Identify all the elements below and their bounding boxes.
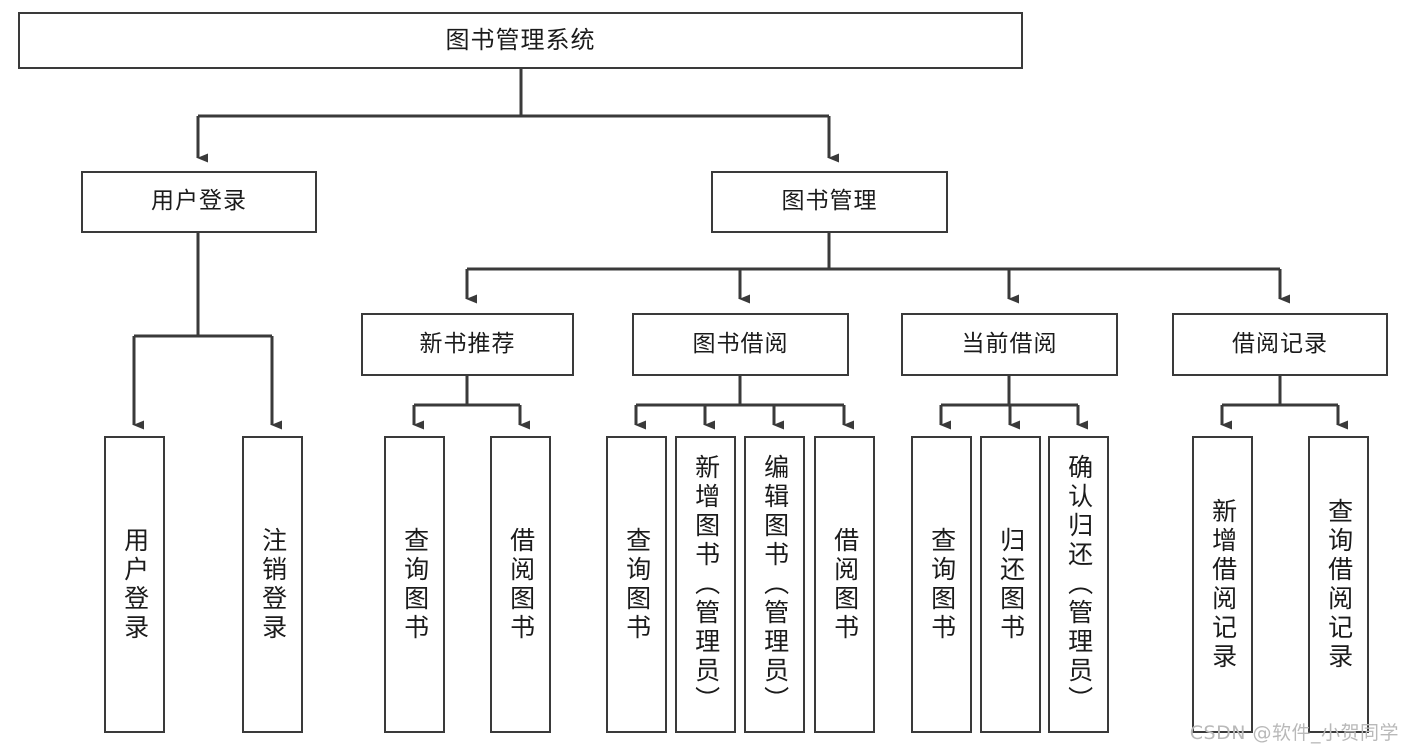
node-leaf-user-login[interactable]: 用户登录	[104, 436, 165, 733]
node-label: 查询图书	[622, 526, 652, 643]
node-label: 借阅记录	[1232, 330, 1328, 357]
node-current-borrowing[interactable]: 当前借阅	[901, 313, 1118, 376]
node-leaf-query-book-1[interactable]: 查询图书	[384, 436, 445, 733]
node-leaf-add-book[interactable]: 新增图书（管理员）	[675, 436, 736, 733]
node-label: 借阅图书	[830, 526, 860, 643]
node-label: 借阅图书	[506, 526, 536, 643]
node-book-borrowing[interactable]: 图书借阅	[632, 313, 849, 376]
node-label: 图书管理	[781, 188, 878, 215]
node-leaf-logout[interactable]: 注销登录	[242, 436, 303, 733]
node-label: 查询图书	[927, 526, 957, 643]
node-leaf-query-book-3[interactable]: 查询图书	[911, 436, 972, 733]
node-label: 注销登录	[258, 526, 288, 643]
node-label: 用户登录	[151, 188, 247, 215]
node-user-login[interactable]: 用户登录	[81, 171, 317, 233]
node-leaf-edit-book[interactable]: 编辑图书（管理员）	[744, 436, 805, 733]
node-label: 查询借阅记录	[1324, 497, 1354, 672]
node-label: 确认归还（管理员）	[1064, 454, 1094, 715]
node-label: 当前借阅	[961, 330, 1058, 357]
node-label: 归还图书	[996, 526, 1026, 643]
node-leaf-query-book-2[interactable]: 查询图书	[606, 436, 667, 733]
node-leaf-borrow-book-2[interactable]: 借阅图书	[814, 436, 875, 733]
node-leaf-add-borrow-record[interactable]: 新增借阅记录	[1192, 436, 1253, 733]
node-leaf-borrow-book-1[interactable]: 借阅图书	[490, 436, 551, 733]
node-label: 查询图书	[400, 526, 430, 643]
watermark-text: CSDN @软件_小贺同学	[1189, 722, 1399, 744]
node-book-management[interactable]: 图书管理	[711, 171, 948, 233]
node-leaf-confirm-return[interactable]: 确认归还（管理员）	[1048, 436, 1109, 733]
node-label: 图书管理系统	[445, 26, 596, 55]
node-label: 编辑图书（管理员）	[760, 454, 790, 715]
node-label: 新增图书（管理员）	[691, 454, 721, 715]
node-leaf-query-borrow-record[interactable]: 查询借阅记录	[1308, 436, 1369, 733]
node-leaf-return-book[interactable]: 归还图书	[980, 436, 1041, 733]
node-label: 用户登录	[120, 526, 150, 643]
node-new-book-recommendation[interactable]: 新书推荐	[361, 313, 574, 376]
node-borrowing-record[interactable]: 借阅记录	[1172, 313, 1388, 376]
node-label: 图书借阅	[692, 330, 789, 357]
node-label: 新书推荐	[419, 330, 516, 357]
node-root-book-management-system[interactable]: 图书管理系统	[18, 12, 1023, 69]
node-label: 新增借阅记录	[1208, 497, 1238, 672]
